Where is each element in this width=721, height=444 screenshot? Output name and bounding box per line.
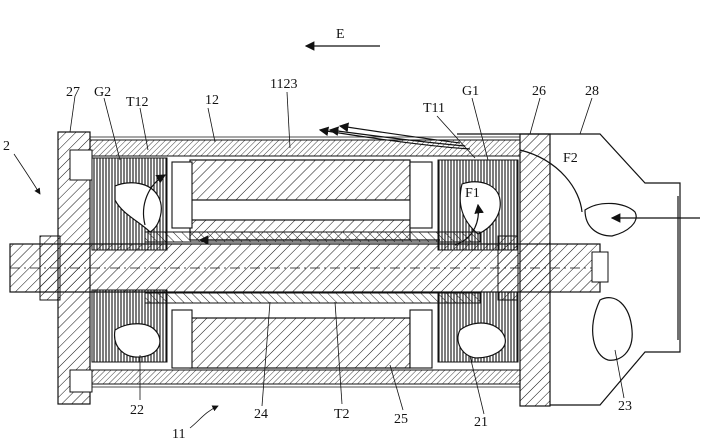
label-21: 21	[474, 415, 488, 430]
fan-23	[585, 203, 636, 360]
shaft	[10, 236, 600, 300]
label-f1: F1	[465, 186, 480, 201]
label-22: 22	[130, 403, 144, 418]
label-24: 24	[254, 407, 268, 422]
label-23: 23	[618, 399, 632, 414]
label-26: 26	[532, 84, 546, 99]
label-12: 12	[205, 93, 219, 108]
label-t2: T2	[334, 407, 350, 422]
label-27: 27	[66, 85, 80, 100]
label-11: 11	[172, 427, 185, 442]
label-t12: T12	[126, 95, 149, 110]
label-direction-e: E	[336, 27, 345, 42]
label-1123: 1123	[270, 77, 297, 92]
label-2: 2	[3, 139, 10, 154]
label-g2: G2	[94, 85, 111, 100]
label-g1: G1	[462, 84, 479, 99]
label-25: 25	[394, 412, 408, 427]
label-f2: F2	[563, 151, 578, 166]
label-28: 28	[585, 84, 599, 99]
label-t11: T11	[423, 101, 445, 116]
